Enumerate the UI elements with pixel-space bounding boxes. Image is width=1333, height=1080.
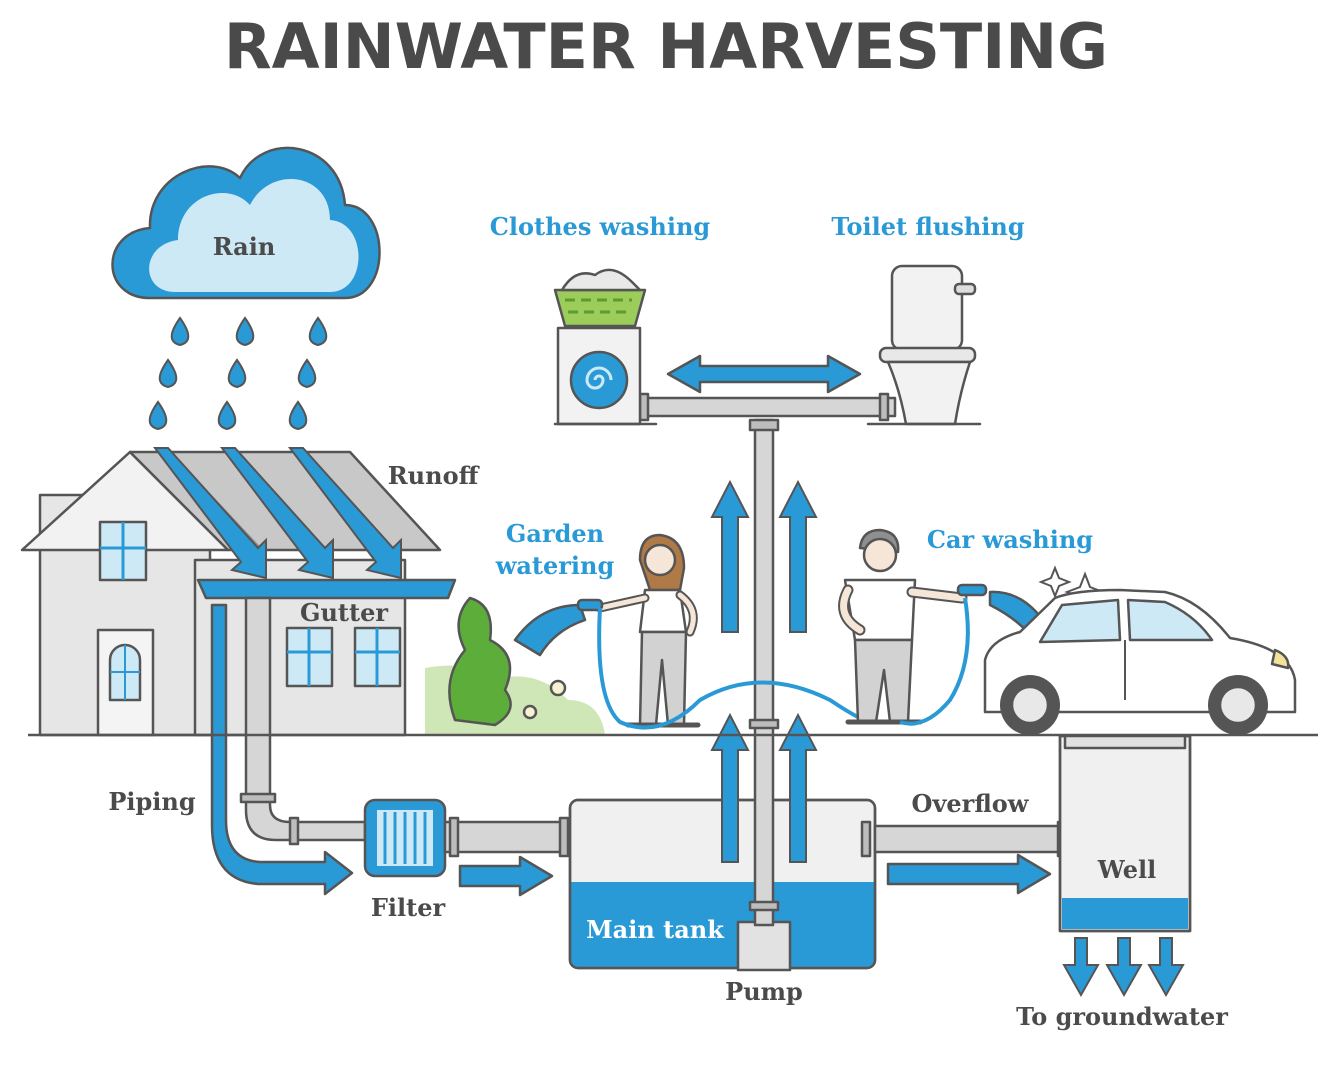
down-arrows (1062, 937, 1185, 998)
car-hose (899, 597, 970, 726)
arrow-icon (778, 479, 818, 633)
raindrops (148, 316, 328, 431)
runoff-label: Runoff (388, 461, 480, 490)
garden-water-spray (513, 603, 587, 657)
toilet-flushing-label: Toilet flushing (831, 212, 1024, 241)
piping-label: Piping (108, 787, 196, 816)
arrow-icon (1105, 937, 1143, 998)
double-arrow-icon (666, 354, 862, 394)
washing-machine-icon (553, 268, 658, 426)
car-icon (983, 588, 1297, 735)
gutter-label: Gutter (300, 598, 388, 627)
garden-watering-label-line1: Garden (506, 519, 604, 548)
arrow-icon (1147, 937, 1185, 998)
arrow-icon (886, 853, 1052, 895)
clothes-washing-label: Clothes washing (490, 212, 711, 241)
well-icon (1058, 734, 1192, 933)
raindrop-icon (227, 358, 247, 389)
supply-pipe (638, 392, 897, 927)
car-washing-label: Car washing (927, 525, 1093, 554)
arrow-icon (458, 855, 554, 897)
toilet-icon (866, 264, 982, 426)
person-icon (838, 528, 988, 725)
filter-icon (363, 798, 572, 878)
arrow-icon (219, 447, 334, 580)
garden-bush (425, 596, 605, 735)
raindrop-icon (235, 316, 255, 347)
arrow-icon (287, 447, 402, 580)
arrow-icon (1062, 937, 1100, 998)
filter-label: Filter (371, 893, 446, 922)
arrow-icon (152, 447, 267, 580)
well-label: Well (1097, 855, 1157, 884)
raindrop-icon (158, 358, 178, 389)
up-arrows (710, 479, 818, 863)
piping-flow-arrow (210, 603, 354, 896)
raindrop-icon (148, 400, 168, 431)
garden-hose (597, 607, 871, 730)
raindrop-icon (217, 400, 237, 431)
rain-label: Rain (213, 232, 276, 261)
main-tank-label: Main tank (586, 915, 725, 944)
raindrop-icon (288, 400, 308, 431)
pump-icon (736, 920, 792, 972)
cloud-icon (111, 146, 381, 300)
overflow-label: Overflow (912, 789, 1030, 818)
arrow-icon (778, 712, 818, 863)
arrow-icon (710, 712, 750, 863)
raindrop-icon (308, 316, 328, 347)
raindrop-icon (170, 316, 190, 347)
arrow-icon (710, 479, 750, 633)
overflow-pipe (860, 820, 1072, 858)
garden-watering-label-line2: watering (495, 551, 615, 580)
pump-label: Pump (725, 977, 803, 1006)
page-title: RAINWATER HARVESTING (224, 10, 1108, 83)
gutter (196, 578, 457, 600)
to-groundwater-label: To groundwater (1016, 1002, 1228, 1031)
raindrop-icon (297, 358, 317, 389)
runoff-arrows (152, 447, 402, 580)
